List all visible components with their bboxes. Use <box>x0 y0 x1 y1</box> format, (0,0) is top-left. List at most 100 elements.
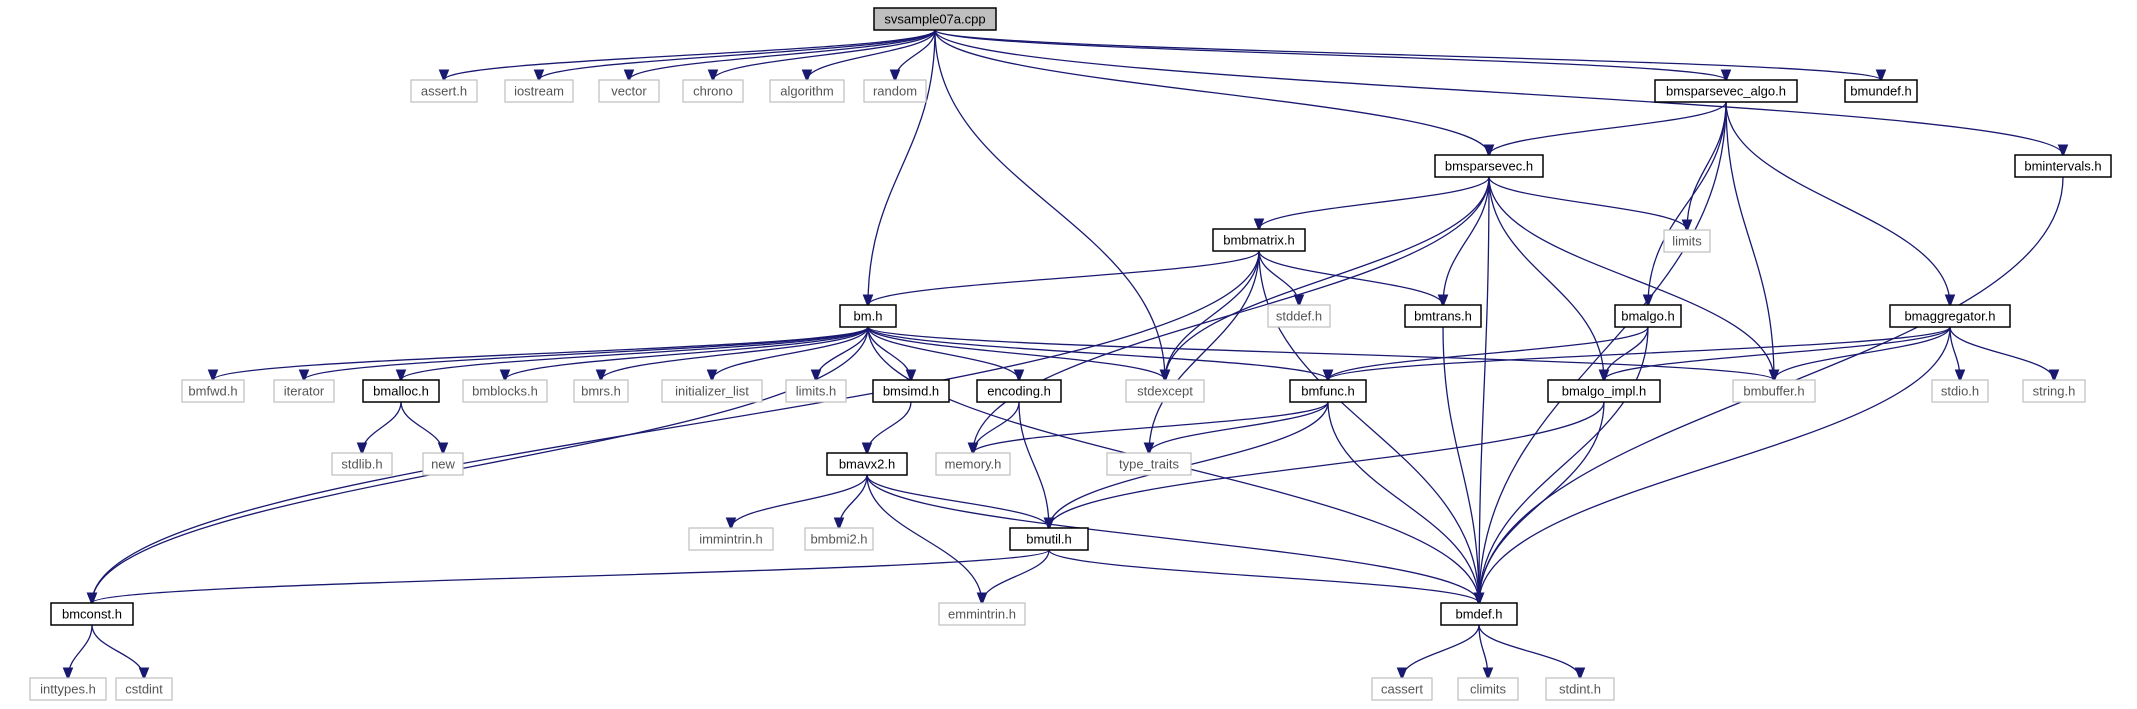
edge-bm-to-bmfunc <box>867 326 1328 380</box>
edge-bm-to-encoding <box>867 326 1019 380</box>
node-box-bmtrans <box>1404 304 1482 328</box>
node-label-vector: vector <box>611 84 647 99</box>
node-assert: assert.h <box>410 79 478 103</box>
node-label-bmalloc: bmalloc.h <box>373 384 429 399</box>
edge-bm-to-bmconst <box>92 326 869 603</box>
node-bmfwd: bmfwd.h <box>181 379 245 403</box>
node-type_traits: type_traits <box>1106 452 1192 476</box>
node-bmsparsevec_algo[interactable]: bmsparsevec_algo.h <box>1654 79 1798 103</box>
node-bmalgo_impl[interactable]: bmalgo_impl.h <box>1547 379 1661 403</box>
edge-bmaggregator-to-bmalgo_impl <box>1604 326 1951 380</box>
edge-bmbmatrix-to-bmtrans <box>1258 250 1443 305</box>
node-bmutil[interactable]: bmutil.h <box>1009 527 1089 551</box>
node-box-bmintervals <box>2014 154 2112 178</box>
edge-bmdef-to-climits <box>1478 624 1488 678</box>
node-bmtrans[interactable]: bmtrans.h <box>1404 304 1482 328</box>
edge-bmsparsevec_algo-to-bmalgo <box>1648 101 1727 305</box>
edge-bmsimd-to-bmavx2 <box>867 401 912 453</box>
node-box-cstdint <box>115 677 173 701</box>
node-label-string_h: string.h <box>2033 384 2076 399</box>
node-bmalloc[interactable]: bmalloc.h <box>362 379 440 403</box>
node-box-climits <box>1457 677 1519 701</box>
node-box-bmblocks <box>462 379 548 403</box>
node-box-bmutil <box>1009 527 1089 551</box>
edge-bmsparsevec_algo-to-bmaggregator <box>1725 101 1950 305</box>
node-box-new <box>422 452 464 476</box>
node-label-encoding: encoding.h <box>987 384 1051 399</box>
edge-bmaggregator-to-bmbuffer <box>1774 326 1951 380</box>
node-cstdint: cstdint <box>115 677 173 701</box>
edge-bmfunc-to-type_traits <box>1149 401 1329 453</box>
node-box-assert <box>410 79 478 103</box>
node-box-bmbmatrix <box>1212 228 1306 252</box>
node-label-bmfunc: bmfunc.h <box>1301 384 1354 399</box>
node-bm[interactable]: bm.h <box>839 304 897 328</box>
edge-svsample07a-to-bmsparsevec <box>934 29 1489 155</box>
node-chrono: chrono <box>682 79 744 103</box>
node-label-stdint: stdint.h <box>1559 682 1601 697</box>
edge-svsample07a-to-algorithm <box>807 29 936 80</box>
node-bmfunc[interactable]: bmfunc.h <box>1289 379 1367 403</box>
node-label-bmalgo: bmalgo.h <box>1621 309 1674 324</box>
node-label-stdexcept: stdexcept <box>1137 384 1193 399</box>
edge-bmaggregator-to-string_h <box>1949 326 2054 380</box>
edge-bmsparsevec-to-bmtrans <box>1443 176 1490 305</box>
node-bmsparsevec[interactable]: bmsparsevec.h <box>1434 154 1544 178</box>
node-label-limits: limits <box>1672 234 1702 249</box>
node-bmintervals[interactable]: bmintervals.h <box>2014 154 2112 178</box>
node-bmaggregator[interactable]: bmaggregator.h <box>1889 304 2011 328</box>
node-bmavx2[interactable]: bmavx2.h <box>826 452 908 476</box>
node-label-chrono: chrono <box>693 84 733 99</box>
node-encoding[interactable]: encoding.h <box>976 379 1062 403</box>
edge-bmsparsevec_algo-to-bmdef <box>1479 101 1727 603</box>
node-emmintrin: emmintrin.h <box>938 602 1026 626</box>
node-box-inttypes <box>29 677 107 701</box>
edge-bmsparsevec-to-bmalgo_impl <box>1488 176 1604 380</box>
edge-bmbmatrix-to-bmdef <box>1258 250 1479 603</box>
node-stddef: stddef.h <box>1267 304 1331 328</box>
edge-svsample07a-to-stdexcept <box>934 29 1165 380</box>
node-limits: limits <box>1663 229 1711 253</box>
edge-bm-to-bmbuffer <box>867 326 1774 380</box>
node-box-bmrs <box>573 379 629 403</box>
node-label-bmconst: bmconst.h <box>62 607 122 622</box>
node-bmundef[interactable]: bmundef.h <box>1844 79 1918 103</box>
node-svsample07a[interactable]: svsample07a.cpp <box>873 7 997 31</box>
node-label-random: random <box>873 84 917 99</box>
node-bmalgo[interactable]: bmalgo.h <box>1614 304 1682 328</box>
node-label-bm: bm.h <box>854 309 883 324</box>
node-box-initializer_list <box>661 379 763 403</box>
edge-bmutil-to-bmconst <box>92 549 1050 603</box>
node-stdlib: stdlib.h <box>331 452 393 476</box>
edge-bmalgo_impl-to-bmutil <box>1049 401 1605 528</box>
edge-bmsparsevec_algo-to-limits <box>1687 101 1727 230</box>
edge-bmavx2-to-bmutil <box>866 474 1049 528</box>
edge-encoding-to-bmutil <box>1018 401 1049 528</box>
node-box-chrono <box>682 79 744 103</box>
edge-bm-to-bmblocks <box>505 326 869 380</box>
edge-bmavx2-to-bmbmi2 <box>839 474 868 528</box>
node-bmsimd[interactable]: bmsimd.h <box>872 379 950 403</box>
node-bmdef[interactable]: bmdef.h <box>1440 602 1518 626</box>
node-label-bmalgo_impl: bmalgo_impl.h <box>1562 384 1647 399</box>
node-label-immintrin: immintrin.h <box>699 532 763 547</box>
edge-bmbmatrix-to-bm <box>868 250 1260 305</box>
node-bmbmatrix[interactable]: bmbmatrix.h <box>1212 228 1306 252</box>
edge-bmsparsevec-to-bmbmatrix <box>1259 176 1490 229</box>
edge-bmconst-to-cstdint <box>91 624 144 678</box>
node-bmconst[interactable]: bmconst.h <box>50 602 134 626</box>
node-box-bmsparsevec <box>1434 154 1544 178</box>
edge-bmbmatrix-to-stdexcept <box>1165 250 1260 380</box>
node-string_h: string.h <box>2022 379 2086 403</box>
edge-bmfunc-to-bmdef <box>1327 401 1479 603</box>
node-random: random <box>863 79 927 103</box>
node-box-bm <box>839 304 897 328</box>
node-stdexcept: stdexcept <box>1125 379 1205 403</box>
node-box-bmsimd <box>872 379 950 403</box>
node-box-memory <box>935 452 1011 476</box>
edge-bmfunc-to-memory <box>973 401 1329 453</box>
node-label-cassert: cassert <box>1381 682 1423 697</box>
edge-bmdef-to-cassert <box>1402 624 1480 678</box>
node-bmblocks: bmblocks.h <box>462 379 548 403</box>
